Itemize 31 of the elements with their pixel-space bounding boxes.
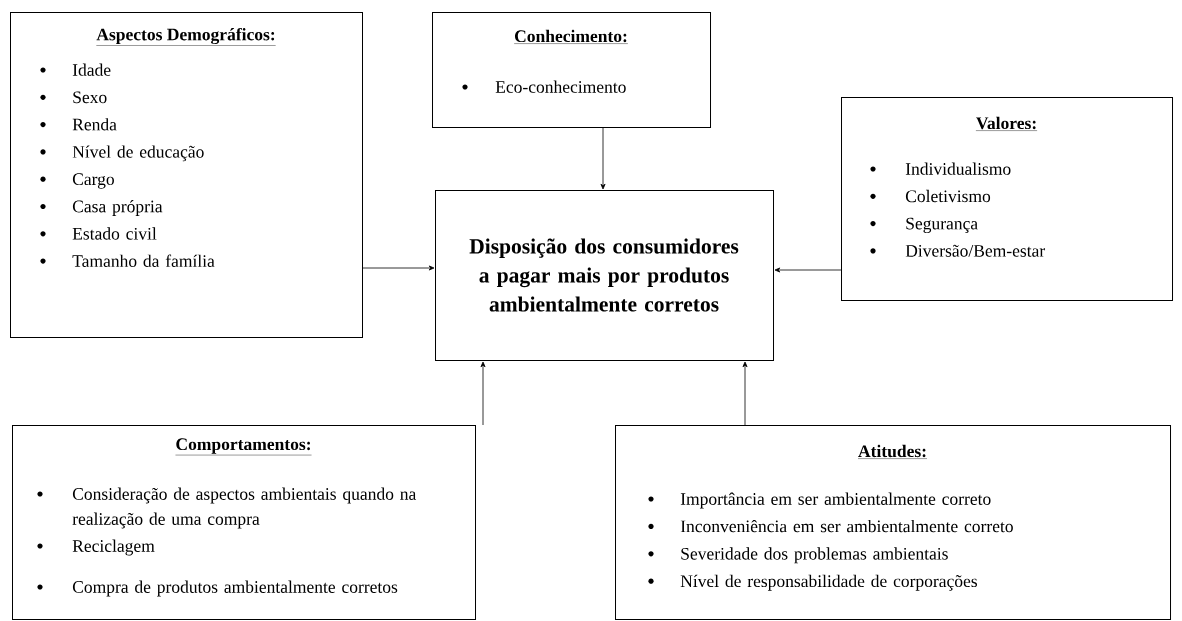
arrow: [362, 265, 435, 271]
arrow: [742, 361, 748, 426]
list-item: Cargo: [72, 173, 114, 189]
list-item: Importância em ser ambientalmente correto: [680, 492, 991, 509]
list-item: Individualismo: [905, 162, 1011, 175]
heading: Conhecimento:: [513, 29, 629, 44]
list-item: Nível de educação: [72, 145, 204, 162]
list-item: Severidade dos problemas ambientais: [681, 547, 948, 564]
list-item: Segurança: [906, 217, 978, 234]
arrow: [600, 127, 606, 190]
list-item: Idade: [72, 63, 111, 76]
heading: Valores:: [975, 116, 1038, 131]
list-item: Compra de produtos ambientalmente corretos: [72, 580, 398, 597]
arrow: [480, 361, 486, 426]
list-item: Coletivismo: [905, 189, 991, 203]
list-item: Nível de responsabilidade de corporações: [680, 574, 977, 591]
list-item: Renda: [72, 118, 117, 131]
list-item: Sexo: [73, 91, 107, 104]
list-item: Tamanho da família: [72, 254, 215, 267]
list-item: Diversão/Bem-estar: [905, 244, 1046, 257]
heading: Comportamentos:: [175, 438, 312, 456]
list-item: Estado civil: [72, 227, 157, 240]
arrow: [774, 267, 842, 273]
list-item: Consideração de aspectos ambientais quando na realização de uma compra: [72, 487, 417, 529]
heading: Atitudes:: [857, 444, 928, 459]
list-item: Casa própria: [72, 200, 163, 216]
list-item: Eco-conhecimento: [495, 80, 626, 93]
heading: Aspectos Demográficos:: [96, 27, 276, 46]
title-text: Disposição dos consumidores a pagar mais por produtos ambientalmente corretos: [469, 238, 739, 312]
list-item: Reciclagem: [72, 539, 155, 556]
list-item: Inconveniência em ser ambientalmente correto: [680, 519, 1013, 533]
